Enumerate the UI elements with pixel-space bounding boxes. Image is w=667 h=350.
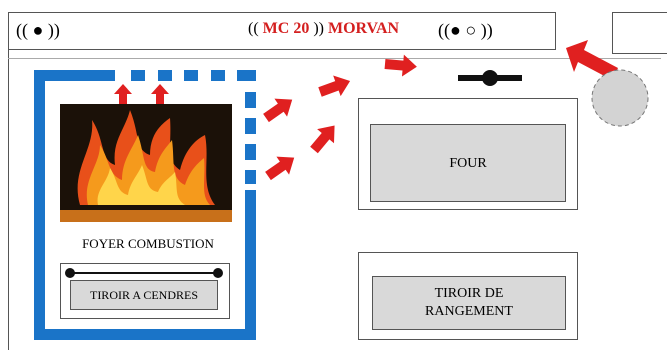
brand-name: MORVAN bbox=[327, 20, 400, 37]
frame-right-dash bbox=[245, 92, 256, 108]
arrow-icon bbox=[310, 125, 335, 154]
chimney-outlet bbox=[591, 69, 649, 127]
frame-right-dash bbox=[245, 118, 256, 134]
side-panel bbox=[612, 12, 667, 54]
frame-right-dash bbox=[245, 170, 256, 184]
firebox-label: FOYER COMBUSTION bbox=[82, 236, 214, 251]
frame-bottom bbox=[34, 329, 256, 340]
frame-top-dash bbox=[184, 70, 198, 81]
stove-top-edge bbox=[8, 58, 661, 59]
storage-drawer: TIROIR DE RANGEMENT bbox=[372, 276, 566, 330]
storage-drawer-line2: RANGEMENT bbox=[425, 304, 513, 319]
control-panel bbox=[8, 12, 556, 50]
up-arrow-icon bbox=[114, 84, 132, 104]
ash-bed bbox=[60, 210, 232, 222]
model-name: MC 20 bbox=[262, 20, 310, 37]
ash-drawer-rail bbox=[65, 268, 223, 278]
up-arrow-icon bbox=[151, 84, 169, 104]
combustion-frame bbox=[34, 70, 256, 340]
airflow-arrows bbox=[263, 54, 417, 181]
frame-top-dash bbox=[237, 70, 256, 81]
damper-handle bbox=[458, 70, 522, 86]
ash-drawer: TIROIR A CENDRES bbox=[70, 280, 218, 310]
left-control-knob: (( ● )) bbox=[16, 20, 60, 40]
frame-top-segment bbox=[45, 70, 115, 81]
frame-right-dash bbox=[245, 144, 256, 160]
stove-left-edge bbox=[8, 50, 9, 350]
arrow-icon bbox=[318, 75, 351, 97]
model-open-paren: (( bbox=[248, 20, 259, 37]
frame-top-dash bbox=[131, 70, 145, 81]
frame-left bbox=[34, 70, 45, 340]
heat-up-arrows bbox=[114, 84, 169, 104]
model-close-paren: )) bbox=[313, 20, 324, 37]
frame-right bbox=[245, 190, 256, 340]
arrow-icon bbox=[263, 98, 293, 123]
frame-top-dash bbox=[211, 70, 225, 81]
right-control-knobs: ((● ○ )) bbox=[438, 20, 493, 40]
oven: FOUR bbox=[370, 124, 566, 202]
arrow-icon bbox=[265, 156, 295, 181]
storage-drawer-line1: TIROIR DE bbox=[434, 286, 504, 301]
stove-title: (( MC 20 )) MORVAN bbox=[248, 20, 399, 38]
frame-top-dash bbox=[158, 70, 172, 81]
flame-icon bbox=[77, 110, 215, 205]
flue-arrow-icon bbox=[566, 40, 618, 80]
arrow-icon bbox=[384, 54, 417, 77]
